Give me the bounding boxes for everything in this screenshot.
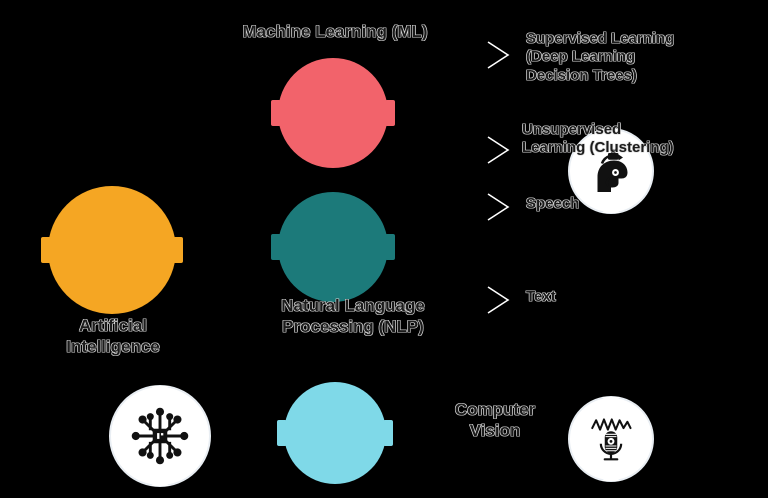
node-ring-computer-vision [277, 382, 393, 484]
ring-notch-top [602, 129, 620, 138]
ring-notch-bottom [602, 204, 620, 213]
ring-tab-right [383, 420, 393, 446]
branch-label-text: Text [526, 288, 556, 305]
ring-tab-left [277, 420, 287, 446]
node-face-artificial-intelligence [109, 385, 211, 487]
chevron-right-icon-speech [484, 190, 514, 224]
ring-notch-top [151, 386, 169, 395]
chevron-right-icon-supervised-learning [484, 38, 514, 72]
ring-notch-bottom [151, 477, 169, 486]
ring-tab-right [173, 237, 183, 263]
node-label-artificial-intelligence: Artificial Intelligence [66, 316, 160, 356]
node-label-computer-vision: Computer Vision [454, 400, 536, 440]
ai-chip-icon [129, 405, 191, 467]
ring-tab-left [41, 237, 51, 263]
branch-label-unsupervised-learning: Unsupervised Learning (Clustering) [522, 121, 674, 157]
chevron-right-icon-text [484, 283, 514, 317]
node-ring-artificial-intelligence [41, 186, 183, 314]
microphone-waveform-icon [586, 414, 636, 464]
node-face-machine-learning [568, 128, 654, 214]
branch-label-supervised-learning: Supervised Learning (Deep Learning Decis… [526, 30, 675, 84]
ring-notch-top [602, 397, 620, 406]
branch-label-speech: Speech [526, 195, 580, 212]
ring-tab-left [271, 234, 281, 260]
node-ring-natural-language-processing [271, 192, 395, 302]
node-label-natural-language-processing: Natural Language Processing (NLP) [281, 296, 425, 336]
ring-tab-right [385, 234, 395, 260]
chevron-right-icon-unsupervised-learning [484, 133, 514, 167]
ring-tab-right [385, 100, 395, 126]
node-ring-machine-learning [271, 58, 395, 168]
head-gear-icon [587, 147, 635, 195]
node-face-natural-language-processing [568, 396, 654, 482]
ring-tab-left [271, 100, 281, 126]
node-label-machine-learning: Machine Learning (ML) [242, 22, 428, 41]
ring-notch-bottom [602, 472, 620, 481]
